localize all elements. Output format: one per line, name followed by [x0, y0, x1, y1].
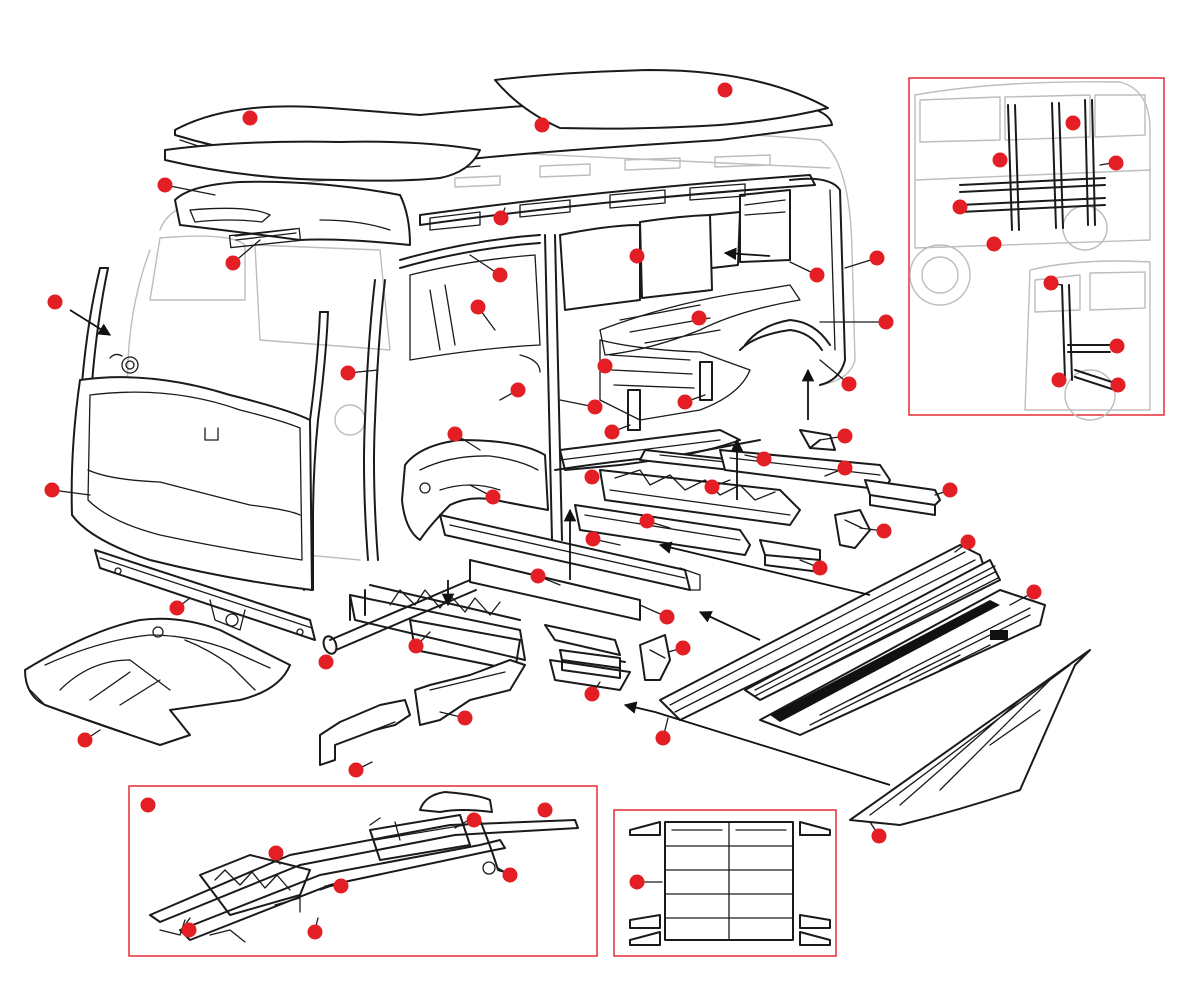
red-dot-icon[interactable] — [307, 924, 323, 940]
front-roof-header — [174, 180, 411, 249]
red-dot-icon[interactable] — [597, 358, 613, 374]
red-dot-icon[interactable] — [837, 460, 853, 476]
rear-outriggers — [559, 429, 941, 681]
red-dot-icon[interactable] — [675, 640, 691, 656]
red-dot-icon[interactable] — [876, 523, 892, 539]
red-dot-icon[interactable] — [952, 199, 968, 215]
red-dot-icon[interactable] — [704, 479, 720, 495]
red-dot-icon[interactable] — [457, 710, 473, 726]
red-dot-icon[interactable] — [841, 376, 857, 392]
red-dot-icon[interactable] — [629, 248, 645, 264]
red-dot-icon[interactable] — [242, 110, 258, 126]
red-dot-icon[interactable] — [318, 654, 334, 670]
red-dot-icon[interactable] — [584, 469, 600, 485]
red-dot-icon[interactable] — [942, 482, 958, 498]
red-dot-icon[interactable] — [587, 399, 603, 415]
red-dot-icon[interactable] — [1065, 115, 1081, 131]
red-dot-icon[interactable] — [878, 314, 894, 330]
rear-quarter-panel — [599, 177, 846, 386]
red-dot-icon[interactable] — [348, 762, 364, 778]
red-dot-icon[interactable] — [837, 428, 853, 444]
red-dot-icon[interactable] — [1110, 377, 1126, 393]
red-dot-icon[interactable] — [604, 424, 620, 440]
red-dot-icon[interactable] — [408, 638, 424, 654]
red-dot-icon[interactable] — [585, 531, 601, 547]
red-dot-icon[interactable] — [268, 845, 284, 861]
red-dot-icon[interactable] — [1108, 155, 1124, 171]
interior-floor — [599, 339, 751, 431]
red-dot-icon[interactable] — [992, 152, 1008, 168]
red-dot-icon[interactable] — [44, 482, 60, 498]
red-dot-icon[interactable] — [1043, 275, 1059, 291]
red-dot-icon[interactable] — [869, 250, 885, 266]
red-dot-icon[interactable] — [485, 489, 501, 505]
red-dot-icon[interactable] — [717, 82, 733, 98]
red-dot-icon[interactable] — [534, 117, 550, 133]
red-dot-icon[interactable] — [677, 394, 693, 410]
red-dot-icon[interactable] — [77, 732, 93, 748]
front-chassis-rails — [349, 584, 526, 671]
red-dot-icon[interactable] — [537, 802, 553, 818]
red-dot-icon[interactable] — [225, 255, 241, 271]
red-dot-icon[interactable] — [986, 236, 1002, 252]
assembly-arrows — [69, 247, 891, 786]
red-dot-icon[interactable] — [140, 797, 156, 813]
red-dot-icon[interactable] — [502, 867, 518, 883]
red-dot-icon[interactable] — [492, 267, 508, 283]
red-dot-icon[interactable] — [1026, 584, 1042, 600]
red-dot-icon[interactable] — [447, 426, 463, 442]
red-dot-icon[interactable] — [333, 878, 349, 894]
red-dot-icon[interactable] — [812, 560, 828, 576]
red-dot-icon[interactable] — [756, 451, 772, 467]
red-dot-icon[interactable] — [340, 365, 356, 381]
inset-floor-frame — [613, 809, 837, 957]
b-pillar — [544, 234, 563, 541]
red-dot-icon[interactable] — [510, 382, 526, 398]
front-floor-pan — [24, 617, 291, 746]
red-dot-icon[interactable] — [629, 874, 645, 890]
red-dot-icon[interactable] — [639, 513, 655, 529]
part-markers — [44, 82, 1126, 940]
red-dot-icon[interactable] — [181, 922, 197, 938]
roof-panel — [164, 69, 833, 182]
front-crossmember — [94, 549, 316, 641]
red-dot-icon[interactable] — [809, 267, 825, 283]
red-dot-icon[interactable] — [1109, 338, 1125, 354]
red-dot-icon[interactable] — [960, 534, 976, 550]
red-dot-icon[interactable] — [157, 177, 173, 193]
red-dot-icon[interactable] — [493, 210, 509, 226]
red-dot-icon[interactable] — [470, 299, 486, 315]
rear-floor-panels — [659, 544, 1091, 826]
red-dot-icon[interactable] — [691, 310, 707, 326]
side-window-frames — [419, 174, 816, 311]
red-dot-icon[interactable] — [584, 686, 600, 702]
inset-chassis-frame — [128, 785, 598, 957]
front-outriggers — [319, 659, 526, 766]
front-door-frame — [363, 234, 541, 561]
red-dot-icon[interactable] — [1051, 372, 1067, 388]
red-dot-icon[interactable] — [47, 294, 63, 310]
front-nose-panel — [70, 353, 313, 591]
red-dot-icon[interactable] — [659, 609, 675, 625]
red-dot-icon[interactable] — [871, 828, 887, 844]
red-dot-icon[interactable] — [169, 600, 185, 616]
red-dot-icon[interactable] — [530, 568, 546, 584]
red-dot-icon[interactable] — [655, 730, 671, 746]
inset-side-panel-detail — [908, 77, 1165, 421]
main-exploded-body — [24, 69, 1091, 837]
red-dot-icon[interactable] — [466, 812, 482, 828]
